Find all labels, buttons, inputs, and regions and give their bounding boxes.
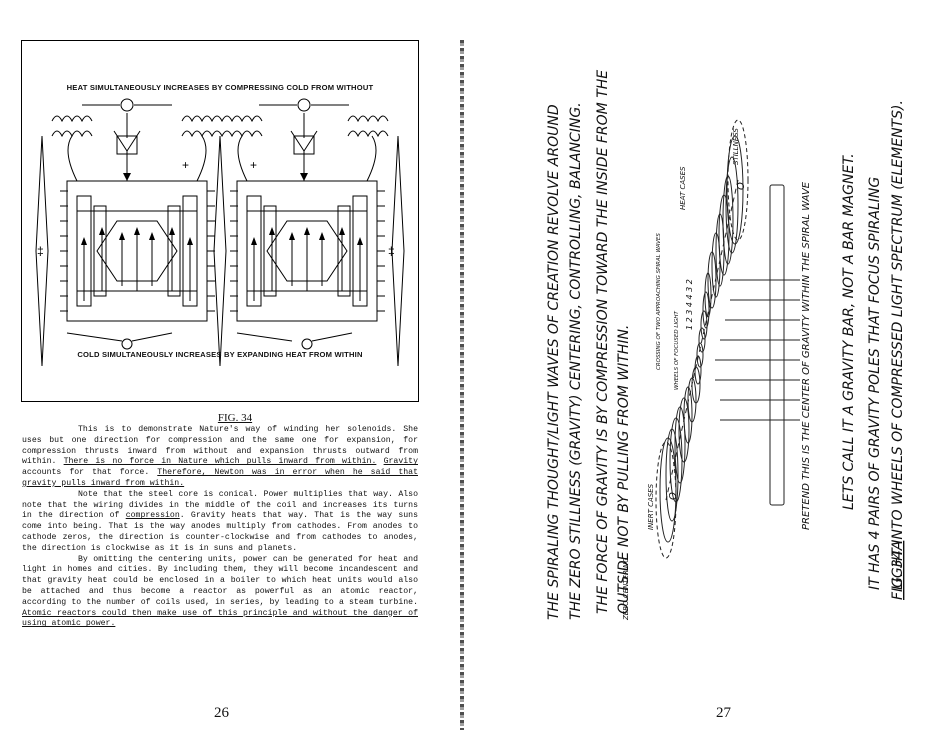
- paragraph-1: This is to demonstrate Nature's way of w…: [22, 425, 418, 490]
- page-number-right: 27: [716, 705, 731, 721]
- book-gutter: [460, 40, 464, 730]
- page-number-left: 26: [214, 705, 229, 721]
- body-text: This is to demonstrate Nature's way of w…: [22, 425, 418, 630]
- underlined-span: Gravity: [383, 457, 418, 467]
- right-outer-core: [391, 135, 405, 367]
- hw-line-2: THE ZERO STILLNESS (GRAVITY) CENTERING, …: [568, 102, 584, 620]
- left-page: HEAT SIMULTANEOUSLY INCREASES BY COMPRES…: [0, 0, 470, 731]
- coil-windings-right: [230, 190, 385, 312]
- center-core: [213, 135, 227, 367]
- underlined-span: There is no force in Nature which pulls …: [63, 457, 377, 467]
- text-span: accounts for that force.: [22, 468, 158, 478]
- crossing-label: CROSSING OF TWO APPROACHING SPIRAL WAVES: [656, 233, 662, 370]
- top-spiral-coils: [51, 115, 389, 138]
- left-hexagon: [96, 220, 178, 282]
- double-dagger-right: ‡: [388, 244, 395, 258]
- figure-label: FIG. 34: [0, 412, 470, 424]
- stillness-label: STILLNESS: [732, 128, 740, 165]
- figure-caption-top: HEAT SIMULTANEOUSLY INCREASES BY COMPRES…: [66, 83, 374, 92]
- hw-line-6: LETS CALL IT A GRAVITY BAR, NOT A BAR MA…: [841, 153, 857, 510]
- coil-windings-left: [60, 190, 215, 312]
- wheels-label: WHEELS OF FOCUSED LIGHT: [674, 311, 680, 390]
- plus-sign-right: +: [250, 158, 257, 172]
- bottom-zero-right: [301, 338, 313, 350]
- hw-line-1: THE SPIRALING THOUGHT/LIGHT WAVES OF CRE…: [546, 104, 562, 620]
- right-hexagon: [266, 220, 348, 282]
- zero-centering-label: ZERO CENTERING: [622, 557, 630, 621]
- fig-34a-label: FIG. 34A: [890, 541, 906, 600]
- plus-sign-left: +: [182, 158, 189, 172]
- figure-caption-bottom: COLD SIMULTANEOUSLY INCREASES BY EXPANDI…: [77, 350, 363, 359]
- hw-line-7: IT HAS 4 PAIRS OF GRAVITY POLES THAT FOC…: [867, 177, 883, 590]
- text-span: . Gravity heats that way. That is the wa…: [22, 511, 418, 553]
- figure-34-diagram: HEAT SIMULTANEOUSLY INCREASES BY COMPRES…: [21, 40, 419, 402]
- spiral-wave-drawing: [655, 119, 800, 559]
- text-span: Note that the steel core is conical. Pow…: [22, 489, 418, 521]
- handwritten-figure-34a: THE SPIRALING THOUGHT/LIGHT WAVES OF CRE…: [546, 70, 906, 621]
- solenoid-diagram: + + ‡ ‡: [35, 98, 405, 367]
- hw-line-8: LIGHT INTO WHEELS OF COMPRESSED LIGHT SP…: [890, 100, 906, 590]
- bottom-zero-left: [121, 338, 133, 350]
- zero-top: O: [736, 182, 747, 190]
- paragraph-3: By omitting the centering units, power c…: [22, 555, 418, 631]
- hw-line-5: PRETEND THIS IS THE CENTER OF GRAVITY WI…: [801, 181, 812, 530]
- upward-arrows: [83, 231, 361, 301]
- text-span: By omitting the centering units, power c…: [22, 554, 418, 607]
- heat-cases-label: HEAT CASES: [679, 166, 687, 210]
- underlined-span: Atomic reactors could then make use of t…: [22, 608, 418, 629]
- double-dagger-left: ‡: [37, 244, 44, 258]
- text-span: [376, 457, 383, 466]
- pole-numbers: 1 2 3 4 4 3 2: [685, 279, 694, 330]
- figure-label-text: FIG. 34: [217, 412, 253, 424]
- underlined-span: Therefore, Newton was in error when he s…: [22, 468, 418, 488]
- top-zero-left: [120, 98, 134, 112]
- paragraph-2: Note that the steel core is conical. Pow…: [22, 490, 418, 555]
- right-page: THE SPIRALING THOUGHT/LIGHT WAVES OF CRE…: [470, 0, 946, 731]
- hw-line-4: OUTSIDE NOT BY PULLING FROM WITHIN.: [616, 325, 632, 614]
- top-zero-right: [297, 98, 311, 112]
- text-span: This is to demonstrate Nature's way of w…: [22, 425, 418, 467]
- hw-line-3: THE FORCE OF GRAVITY IS BY COMPRESSION T…: [595, 70, 611, 614]
- zero-bottom: O: [668, 492, 679, 500]
- inert-cases-label: INERT CASES: [647, 483, 655, 530]
- left-outer-core: [35, 135, 49, 367]
- underlined-span: compression: [125, 511, 180, 521]
